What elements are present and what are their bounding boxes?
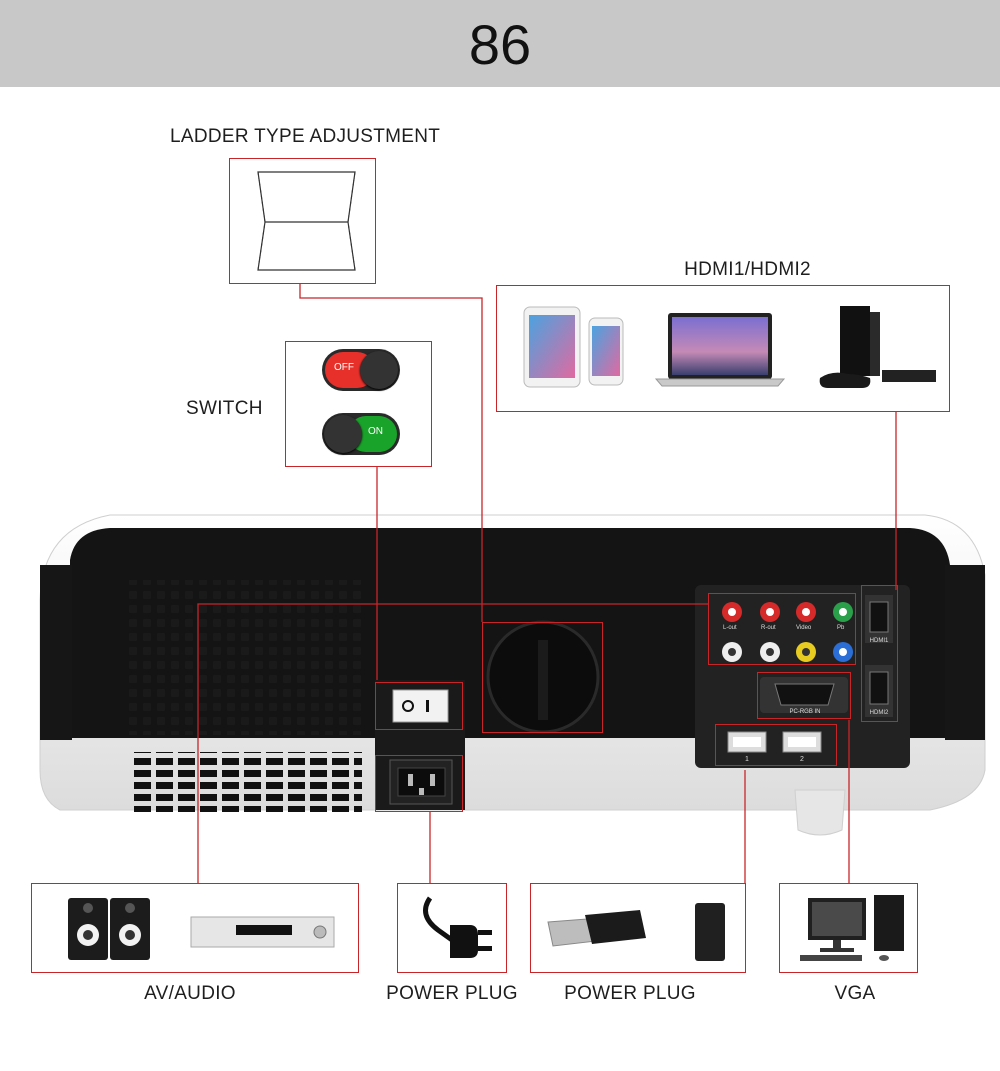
ladder-label: LADDER TYPE ADJUSTMENT xyxy=(170,126,441,147)
switch-off-label: OFF xyxy=(334,362,354,373)
switch-on-graphic: ON xyxy=(322,413,400,455)
vga-port-box xyxy=(757,672,851,719)
hdmi-devices xyxy=(523,306,936,388)
av-port-box xyxy=(708,593,856,665)
rca-label: Pb xyxy=(837,625,845,631)
hdmi-port-box xyxy=(861,585,898,722)
power-plug-graphic xyxy=(423,896,492,958)
switch-off-graphic: OFF xyxy=(322,349,400,391)
vga-label: VGA xyxy=(834,983,876,1004)
hdmi1-port-label: HDMI1 xyxy=(869,638,889,644)
usb-storage xyxy=(547,903,725,961)
rca-label: R-out xyxy=(761,625,776,631)
av-audio-box xyxy=(31,883,359,973)
projector-body xyxy=(39,514,986,836)
knob-box xyxy=(482,622,603,733)
hdmi-label: HDMI1/HDMI2 xyxy=(684,259,811,280)
hdmi2-port-label: HDMI2 xyxy=(869,710,889,716)
connector-lines xyxy=(197,284,897,883)
power-socket-box xyxy=(375,755,463,812)
switch-on-label: ON xyxy=(368,426,383,437)
top-banner xyxy=(0,0,1000,87)
vga-box xyxy=(779,883,918,973)
rca-label: Video xyxy=(796,625,812,631)
ladder-box xyxy=(229,158,376,284)
vga-port-label: PC-RGB IN xyxy=(789,709,821,715)
banner-number: 86 xyxy=(468,13,532,76)
usb1-port-label: 1 xyxy=(745,756,749,763)
switch-label: SWITCH xyxy=(186,398,263,419)
usb2-port-label: 2 xyxy=(800,756,804,763)
power-plug-box-2 xyxy=(530,883,746,973)
hdmi-devices-box xyxy=(496,285,950,412)
keystone-diagram xyxy=(257,171,356,271)
switch-box xyxy=(285,341,432,467)
usb-port-box xyxy=(715,724,837,766)
av-audio-label: AV/AUDIO xyxy=(144,983,236,1004)
audio-devices xyxy=(68,898,335,960)
power-plug-box-1 xyxy=(397,883,507,973)
power-plug-label-1: POWER PLUG xyxy=(386,983,518,1004)
computer-graphic xyxy=(800,895,904,961)
rca-label: L-out xyxy=(723,625,737,631)
rocker-switch-box xyxy=(375,682,463,730)
power-plug-label-2: POWER PLUG xyxy=(564,983,696,1004)
